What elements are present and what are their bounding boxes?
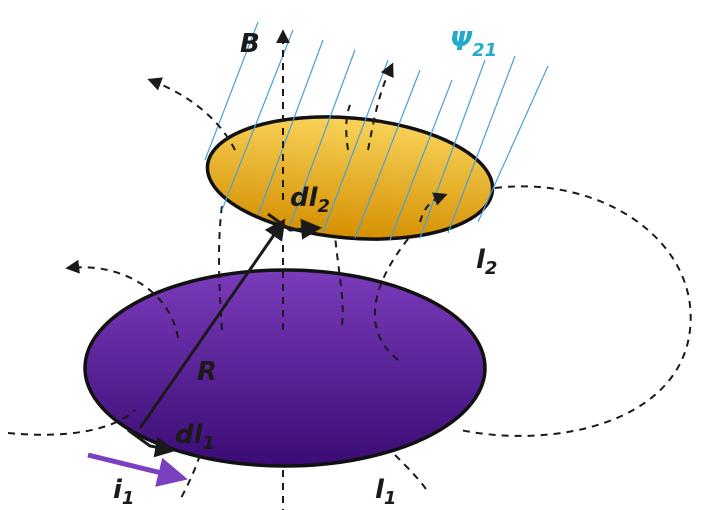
field-line-mid-1 [334,234,344,326]
field-line-upper-right-arc [367,62,394,151]
field-line-upper-mid [345,104,351,151]
label-i1: i1 [113,475,134,509]
flux-lines-psi21 [204,21,549,241]
radius-vector-R [138,218,286,429]
field-line-right-loop [459,185,692,437]
field-line-inner-right-arc [419,192,448,223]
label-dl2: dl2 [290,183,330,217]
dl2-element-arrow [267,212,323,240]
field-line-right-lower [394,454,429,493]
label-R: R [197,357,217,387]
lower-loop-l1 [83,268,487,468]
field-line-upper-left-arc [147,77,236,151]
field-line-bottom-left [179,454,201,501]
label-dl1: dl1 [175,420,215,454]
label-l2: l2 [476,245,497,279]
label-psi21: Ψ21 [450,27,497,61]
dl1-element-arrow [127,428,177,458]
label-B: B [240,29,260,59]
label-l1: l1 [375,475,396,509]
upper-loop-l2 [205,115,495,241]
current-i1-arrow [87,452,188,487]
field-line-mid-2 [373,224,421,361]
field-line-left-arc [65,259,179,339]
